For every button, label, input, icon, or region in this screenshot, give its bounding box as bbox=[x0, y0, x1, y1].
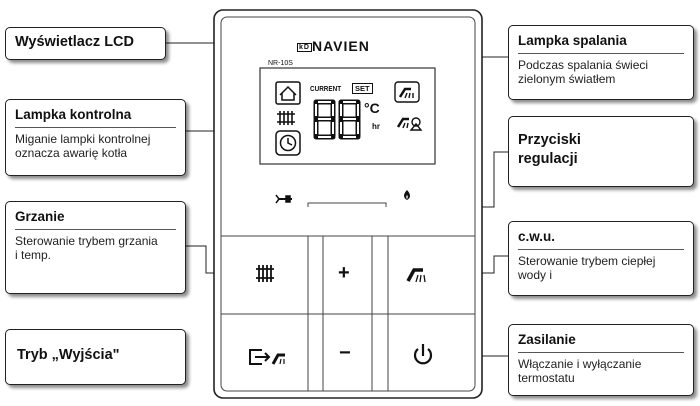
callout-adjust-buttons: Przyciski regulacji bbox=[508, 116, 694, 187]
tap-warning-icon bbox=[396, 117, 423, 131]
tap-icon bbox=[406, 268, 426, 283]
callout-combustion-lamp-desc-1: Podczas spalania świeci bbox=[518, 58, 649, 72]
clock-icon bbox=[275, 130, 301, 156]
home-icon bbox=[275, 81, 301, 105]
exit-mode-button[interactable] bbox=[222, 315, 308, 391]
callout-combustion-lamp: Lampka spalania Podczas spalania świeci … bbox=[508, 25, 694, 100]
lcd-screen bbox=[259, 67, 436, 165]
callout-power-desc-2: termostatu bbox=[518, 371, 575, 385]
radiator-icon bbox=[256, 265, 274, 282]
brand-name: NAVIEN bbox=[311, 38, 370, 54]
callout-power-title: Zasilanie bbox=[518, 332, 576, 347]
callout-control-lamp: Lampka kontrolna Miganie lampki kontroln… bbox=[5, 99, 186, 176]
lcd-hr-label: hr bbox=[372, 122, 380, 131]
callout-control-lamp-desc-1: Miganie lampki kontrolnej bbox=[15, 132, 151, 146]
lcd-digits-inner bbox=[315, 101, 359, 138]
brand-prefix: kD bbox=[297, 42, 312, 52]
wrench-icon bbox=[275, 194, 292, 204]
dhw-button[interactable] bbox=[388, 237, 474, 313]
heating-button[interactable] bbox=[222, 237, 308, 313]
lcd-current-label: CURRENT bbox=[310, 84, 342, 93]
callout-control-lamp-desc-2: oznacza awarię kotła bbox=[15, 146, 128, 160]
callout-control-lamp-title: Lampka kontrolna bbox=[15, 107, 132, 122]
flame-icon bbox=[404, 190, 410, 200]
callout-dhw-desc-1: Sterowanie trybem ciepłej bbox=[518, 254, 656, 268]
lcd-set-label: SET bbox=[352, 83, 373, 94]
callout-exit-mode: Tryb „Wyjścia" bbox=[5, 329, 186, 385]
callout-adjust-buttons-title-2: regulacji bbox=[518, 151, 578, 167]
callout-combustion-lamp-desc-2: zielonym światłem bbox=[518, 72, 616, 86]
radiator-icon bbox=[277, 111, 295, 125]
plus-label: + bbox=[338, 262, 350, 284]
lcd-unit-label: °C bbox=[364, 100, 380, 116]
callout-combustion-lamp-title: Lampka spalania bbox=[518, 33, 627, 48]
callout-power: Zasilanie Włączanie i wyłączanie termost… bbox=[508, 324, 694, 396]
callout-adjust-buttons-title-1: Przyciski bbox=[518, 132, 581, 148]
power-icon bbox=[413, 344, 433, 365]
callout-lcd-title: Wyświetlacz LCD bbox=[15, 34, 134, 50]
minus-label: − bbox=[339, 342, 351, 364]
tap-icon bbox=[394, 81, 420, 103]
callout-heating-title: Grzanie bbox=[15, 209, 65, 224]
exit-icon bbox=[249, 349, 285, 365]
callout-dhw-desc-2: wody i bbox=[518, 268, 553, 282]
callout-power-desc-1: Włączanie i wyłączanie bbox=[518, 357, 642, 371]
power-button[interactable] bbox=[388, 315, 474, 391]
callout-lcd: Wyświetlacz LCD bbox=[5, 27, 166, 60]
callout-heating: Grzanie Sterowanie trybem grzania i temp… bbox=[5, 201, 186, 294]
model-label: NR-10S bbox=[268, 60, 293, 67]
callout-dhw-title: c.w.u. bbox=[518, 229, 556, 244]
callout-exit-mode-title: Tryb „Wyjścia" bbox=[17, 347, 120, 363]
callout-heating-desc-1: Sterowanie trybem grzania bbox=[15, 234, 158, 248]
callout-heating-desc-2: i temp. bbox=[15, 248, 52, 262]
callout-dhw: c.w.u. Sterowanie trybem ciepłej wody i bbox=[508, 221, 694, 296]
